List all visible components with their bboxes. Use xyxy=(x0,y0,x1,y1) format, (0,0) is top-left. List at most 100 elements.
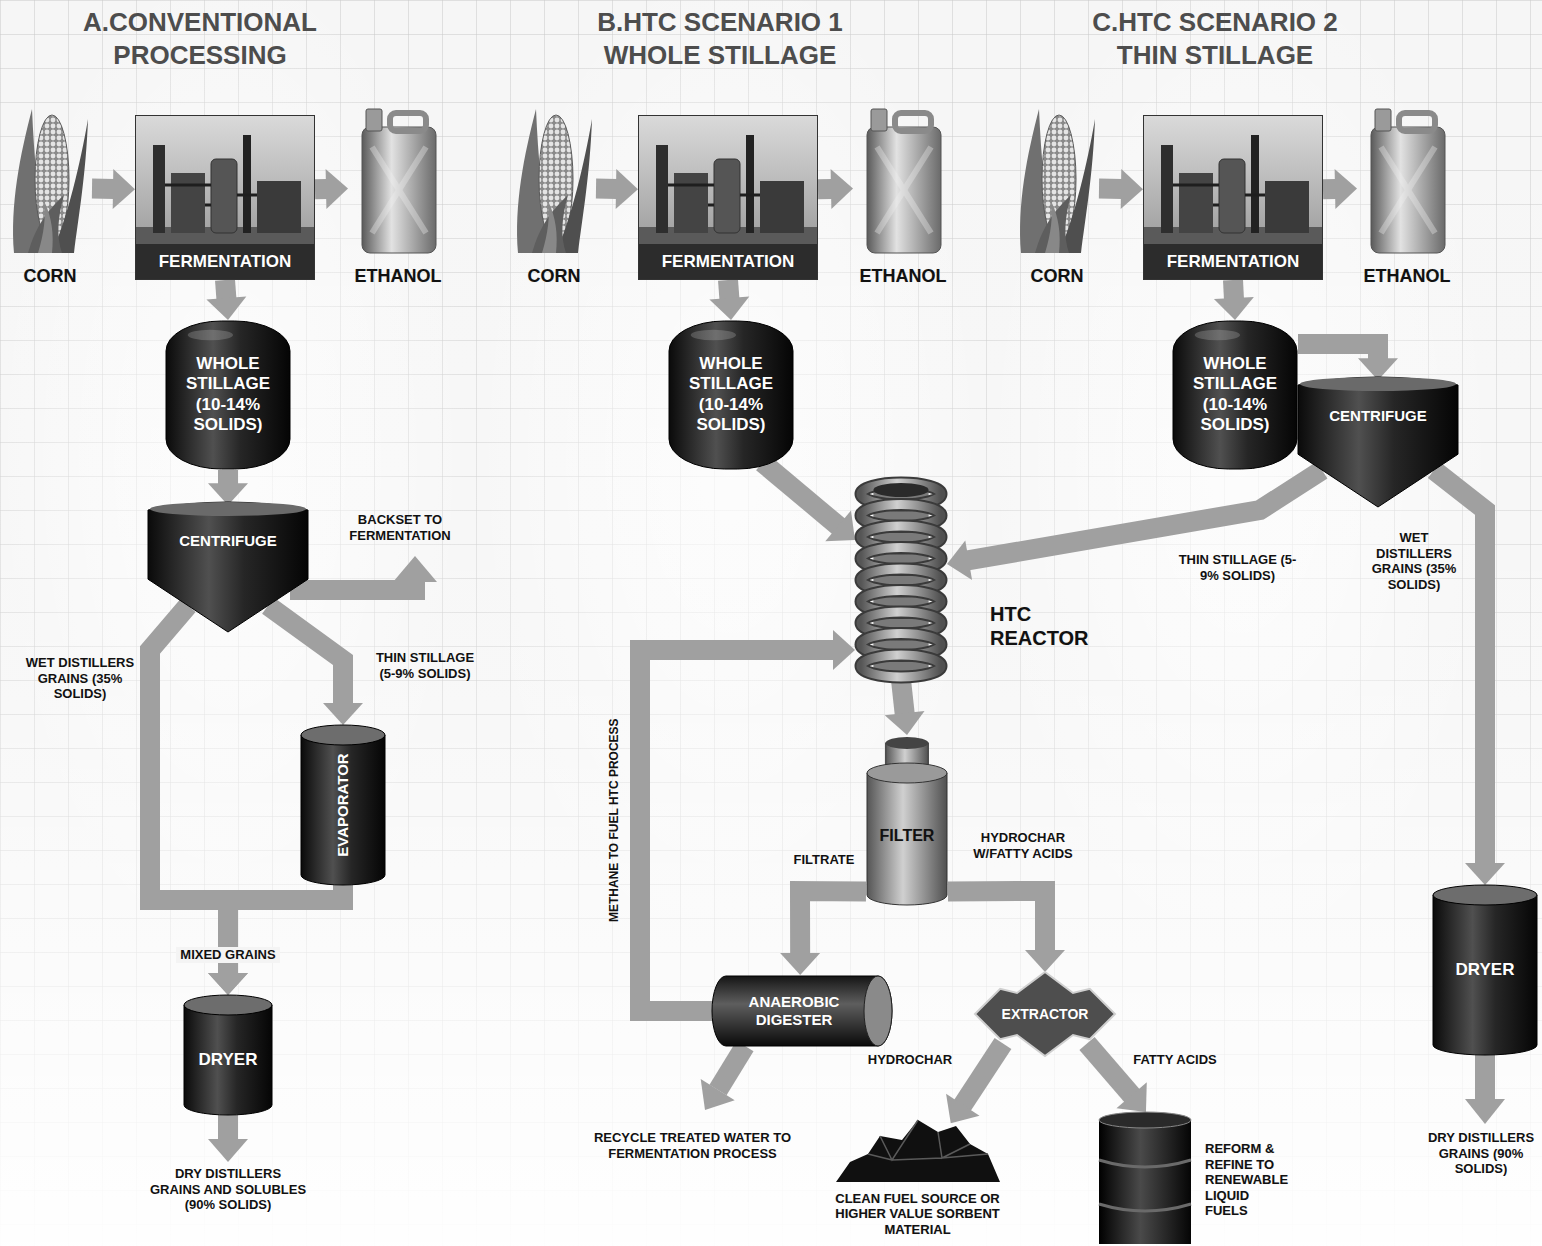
capsule-part xyxy=(188,330,233,341)
flow-arrow xyxy=(818,169,853,209)
centrifuge-part xyxy=(148,502,308,632)
corn-icon: CORN xyxy=(512,105,596,295)
vcyl-part xyxy=(1433,885,1537,905)
node-label: EXTRACTOR xyxy=(993,1006,1097,1023)
arrow-head xyxy=(1116,1082,1146,1112)
flow-arrow xyxy=(208,885,343,995)
arrow-body xyxy=(315,179,327,199)
stillage-tank: WHOLE STILLAGE (10-14% SOLIDS) xyxy=(1172,320,1298,470)
arrow-head xyxy=(831,169,853,209)
ferm-part xyxy=(1173,185,1265,205)
note-label: MIXED GRAINS xyxy=(176,947,280,963)
ferm-part xyxy=(1161,145,1173,233)
ferm-part xyxy=(668,185,760,205)
flow-arrow xyxy=(1434,470,1505,885)
diamond-part xyxy=(975,972,1115,1056)
ferm-part xyxy=(153,145,165,233)
filter-part xyxy=(867,763,947,783)
ferm-part xyxy=(171,173,205,233)
vcyl-part xyxy=(1433,895,1537,1055)
ferm-part xyxy=(1144,116,1323,280)
arrow-head xyxy=(947,541,972,580)
arrow-head xyxy=(825,511,855,542)
arrow-head xyxy=(208,973,248,995)
filter: FILTER xyxy=(866,735,948,905)
vcyl-part xyxy=(301,735,385,885)
node-label: FERMENTATION xyxy=(1147,252,1319,272)
node-label: ETHANOL xyxy=(853,266,953,288)
jug-part xyxy=(366,109,382,131)
corn-icon: CORN xyxy=(8,105,92,295)
flow-arrow xyxy=(206,280,246,320)
anaerobic-digester: ANAEROBIC DIGESTER xyxy=(712,975,892,1047)
edge-label: HYDROCHAR xyxy=(860,1052,960,1068)
corn-part xyxy=(1045,201,1060,253)
flow-arrow xyxy=(709,280,749,320)
ferm-part xyxy=(1265,181,1309,233)
node-label: FERMENTATION xyxy=(139,252,311,272)
arrow-body xyxy=(1298,344,1378,359)
arrow-body xyxy=(1434,470,1485,864)
evaporator: EVAPORATOR xyxy=(300,725,386,885)
vcyl-part xyxy=(184,995,272,1015)
jug-part xyxy=(871,109,887,131)
dryer: DRYER xyxy=(1432,885,1538,1055)
arrow-head xyxy=(1025,950,1065,972)
flow-arrow xyxy=(92,169,135,209)
centrifuge: CENTRIFUGE xyxy=(148,500,308,632)
arrow-head xyxy=(113,169,135,209)
arrow-head xyxy=(1465,1099,1505,1124)
ferm-part xyxy=(656,145,668,233)
arrow-body xyxy=(225,280,226,299)
flow-arrow xyxy=(1323,169,1357,209)
flow-arrow xyxy=(763,463,856,542)
drum-part xyxy=(1099,1120,1191,1244)
coil-part xyxy=(861,655,941,677)
arrow-head xyxy=(1335,169,1357,209)
centrifuge-part xyxy=(150,502,306,516)
arrow-body xyxy=(596,179,617,199)
extractor: EXTRACTOR xyxy=(975,972,1115,1056)
corn-part xyxy=(532,195,568,253)
ferm-part xyxy=(1251,135,1259,233)
stillage-tank: WHOLE STILLAGE (10-14% SOLIDS) xyxy=(165,320,291,470)
arrow-body xyxy=(763,463,839,527)
arrow-head xyxy=(208,973,248,995)
flow-arrow xyxy=(268,606,363,725)
ferm-part xyxy=(760,181,804,233)
node-label: FILTER xyxy=(870,826,944,845)
capsule-part xyxy=(669,321,793,469)
ferm-part xyxy=(746,135,754,233)
centrifuge: CENTRIFUGE xyxy=(1298,375,1458,507)
node-label: CORN xyxy=(8,266,92,288)
ferm-part xyxy=(639,244,817,279)
ferm-part xyxy=(211,159,237,233)
flow-arrow xyxy=(946,1043,1003,1123)
arrow-head xyxy=(208,1139,248,1162)
centrifuge-shape xyxy=(1298,375,1458,507)
hcyl-part xyxy=(864,976,892,1046)
ferm-part xyxy=(1144,244,1322,279)
arrow-body xyxy=(901,680,905,714)
ferm-part xyxy=(136,244,314,279)
node-label: DRYER xyxy=(187,1050,269,1070)
drum-part xyxy=(1099,1112,1191,1128)
filter-part xyxy=(867,773,947,905)
ferm-part xyxy=(165,185,257,205)
arrow-head xyxy=(701,1079,735,1110)
coil-part xyxy=(873,488,928,672)
htc-reactor: HTC REACTOR xyxy=(855,480,947,680)
edge-label: HYDROCHAR W/FATTY ACIDS xyxy=(958,830,1088,861)
arrow-body xyxy=(718,1046,745,1090)
jug-part xyxy=(1399,113,1435,131)
edge-label: THIN STILLAGE (5-9% SOLIDS) xyxy=(1175,552,1300,583)
arrow-body xyxy=(268,606,343,704)
arrow-head xyxy=(326,169,348,209)
jug-part xyxy=(362,127,436,253)
node-label: CENTRIFUGE xyxy=(158,532,298,550)
fermentation-plant: FERMENTATION xyxy=(1143,115,1323,280)
arrow-head xyxy=(780,953,820,975)
jug-part xyxy=(867,127,941,253)
node-label: REFORM & REFINE TO RENEWABLE LIQUID FUEL… xyxy=(1205,1141,1293,1219)
